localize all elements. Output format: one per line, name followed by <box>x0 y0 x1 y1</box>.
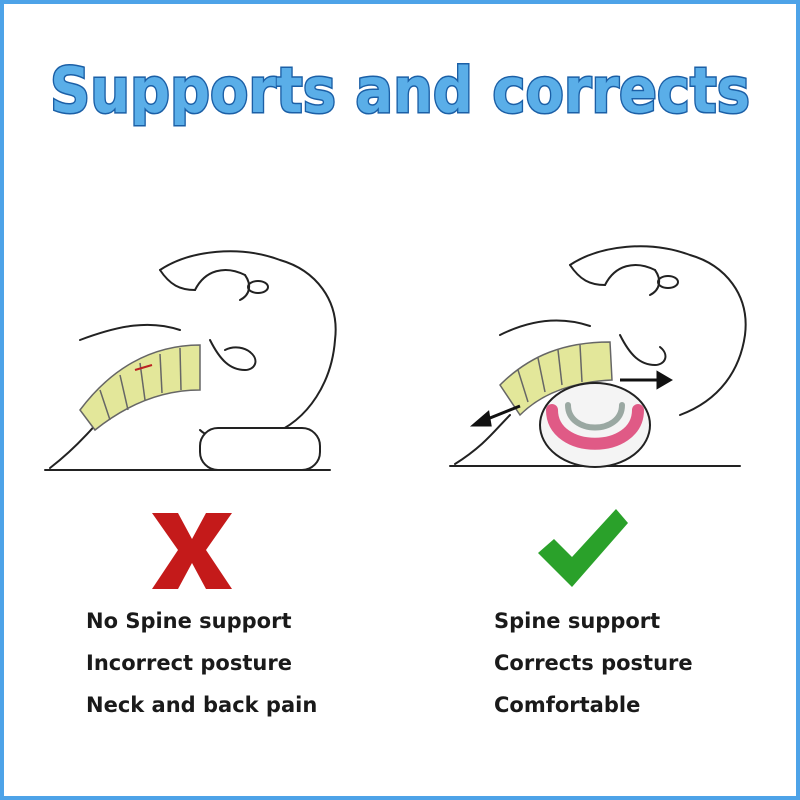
incorrect-posture-illustration <box>40 230 400 480</box>
list-item: Incorrect posture <box>86 651 292 675</box>
spine <box>499 341 613 417</box>
shoulder-outline <box>79 323 181 341</box>
list-item: No Spine support <box>86 609 292 633</box>
list-item: Corrects posture <box>494 651 693 675</box>
page-title: Supports and corrects <box>50 54 750 127</box>
cross-icon <box>140 505 240 595</box>
flat-pillow <box>199 427 321 471</box>
title-banner: Supports and corrects <box>0 40 800 140</box>
correct-posture-illustration <box>440 230 800 480</box>
negative-points-list: No Spine support Incorrect posture Neck … <box>86 600 386 726</box>
check-icon <box>530 505 630 595</box>
head-outline <box>569 245 747 416</box>
shoulder-outline <box>499 319 591 336</box>
list-item: Comfortable <box>494 693 641 717</box>
stretch-arrows <box>469 370 673 427</box>
list-item: Spine support <box>494 609 661 633</box>
positive-points-list: Spine support Corrects posture Comfortab… <box>494 600 794 726</box>
back-outline <box>454 414 511 465</box>
pillow-core <box>546 404 644 450</box>
spine <box>79 344 201 432</box>
list-item: Neck and back pain <box>86 693 318 717</box>
